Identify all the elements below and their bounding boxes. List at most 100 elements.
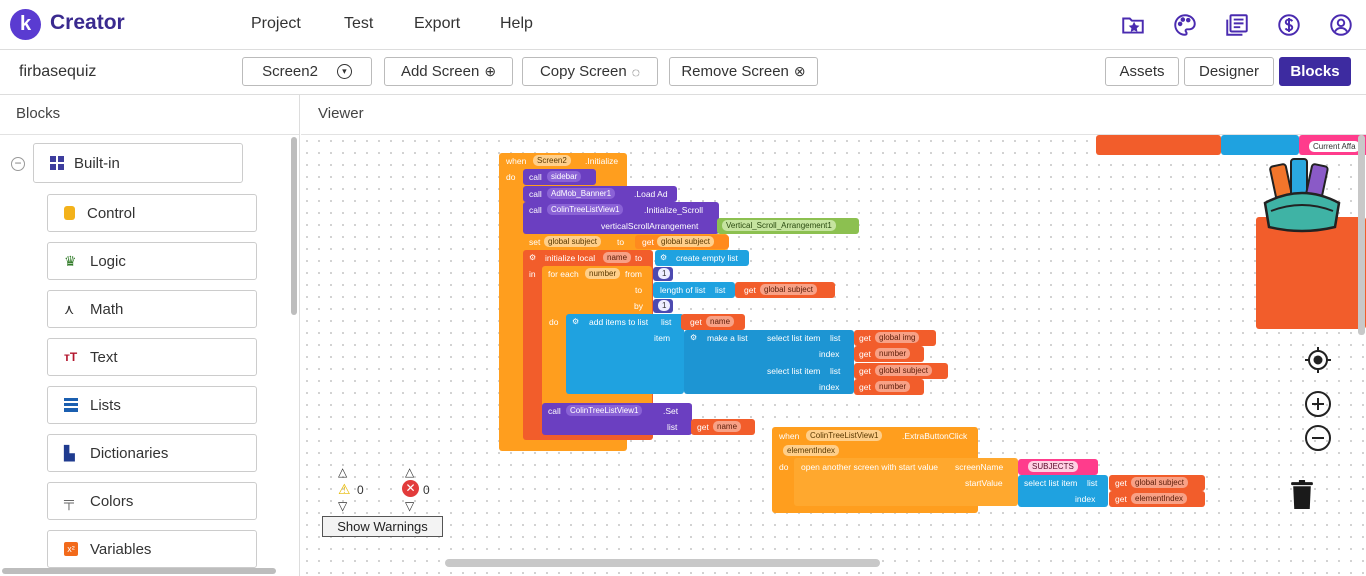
partial-block[interactable]: [1256, 217, 1366, 329]
get-keyword: get: [859, 382, 871, 392]
name-field[interactable]: name: [603, 252, 632, 263]
assets-button[interactable]: Assets: [1105, 57, 1179, 86]
category-colors-label: Colors: [90, 492, 134, 510]
number-dropdown[interactable]: number: [875, 381, 911, 392]
name-dropdown[interactable]: name: [706, 316, 735, 327]
partial-block[interactable]: Current Affa: [1299, 135, 1366, 155]
category-dictionaries[interactable]: ▙ Dictionaries: [47, 434, 257, 472]
get-keyword: get: [859, 333, 871, 343]
chevron-down-icon[interactable]: ▽: [338, 499, 348, 513]
copy-screen-button[interactable]: Copy Screen ◌: [522, 57, 658, 86]
gear-icon[interactable]: ⚙: [660, 253, 668, 262]
element-index-param[interactable]: elementIndex: [783, 445, 840, 456]
zoom-out-icon[interactable]: [1303, 423, 1333, 453]
select-list-item-keyword: select list item: [767, 366, 821, 376]
length-of-list-block[interactable]: [653, 282, 735, 298]
blocks-button[interactable]: Blocks: [1279, 57, 1351, 86]
remove-screen-button[interactable]: Remove Screen ⊗: [669, 57, 818, 86]
colin-dropdown[interactable]: ColinTreeListView1: [547, 204, 624, 215]
name-dropdown[interactable]: name: [713, 421, 742, 432]
chevron-up-icon[interactable]: △: [338, 465, 348, 479]
add-items-block[interactable]: [566, 314, 684, 394]
list-keyword: list: [661, 317, 672, 327]
category-lists[interactable]: Lists: [47, 386, 257, 424]
create-empty-list-block[interactable]: [655, 250, 749, 266]
menu-project[interactable]: Project: [251, 15, 301, 32]
errors-count: 0: [423, 483, 430, 497]
global-subject-dropdown[interactable]: global subject: [875, 365, 932, 376]
add-screen-label: Add Screen: [400, 63, 480, 80]
blocks-panel-scrollbar[interactable]: [291, 137, 297, 315]
colin-dropdown[interactable]: ColinTreeListView1: [806, 430, 883, 441]
event-name: .ExtraButtonClick: [902, 431, 968, 441]
menu-help[interactable]: Help: [500, 15, 533, 32]
to-keyword: to: [635, 253, 643, 263]
trash-icon[interactable]: [1287, 480, 1333, 538]
open-screen-block[interactable]: [794, 458, 1018, 506]
global-subject-dropdown[interactable]: global subject: [760, 284, 817, 295]
call-keyword: call: [529, 205, 542, 215]
do-keyword: do: [506, 172, 516, 182]
zoom-in-icon[interactable]: [1303, 389, 1333, 419]
chevron-up-icon[interactable]: △: [405, 465, 415, 479]
collapse-icon[interactable]: −: [11, 157, 25, 171]
category-logic[interactable]: ♛ Logic: [47, 242, 257, 280]
designer-button[interactable]: Designer: [1184, 57, 1274, 86]
palette-icon[interactable]: [1172, 12, 1198, 38]
make-a-list-block[interactable]: [684, 330, 854, 394]
global-subject-dropdown[interactable]: global subject: [1131, 477, 1188, 488]
brand-name[interactable]: Creator: [50, 11, 125, 34]
number-field[interactable]: number: [585, 268, 621, 279]
backpack-icon[interactable]: [1259, 155, 1345, 233]
when-keyword: when: [506, 156, 527, 166]
element-index-dropdown[interactable]: elementIndex: [1131, 493, 1188, 504]
gear-icon[interactable]: ⚙: [572, 317, 580, 326]
builtin-drawer[interactable]: Built-in: [33, 143, 243, 183]
menu-test[interactable]: Test: [344, 15, 374, 32]
gear-icon[interactable]: ⚙: [690, 333, 698, 342]
dollar-icon[interactable]: [1276, 12, 1302, 38]
do-keyword: do: [549, 317, 559, 327]
warning-icon: ⚠: [338, 481, 351, 497]
global-subject-dropdown[interactable]: global subject: [657, 236, 714, 247]
account-icon[interactable]: [1328, 12, 1354, 38]
screen-dropdown[interactable]: Screen2: [533, 155, 571, 166]
blocks-workspace[interactable]: Current Affa when Screen2 .Initialize do…: [301, 135, 1366, 576]
subjects-text[interactable]: SUBJECTS: [1028, 461, 1078, 472]
colors-icon: ╤: [64, 493, 74, 509]
library-icon[interactable]: [1224, 12, 1250, 38]
number-dropdown[interactable]: number: [875, 348, 911, 359]
folder-star-icon[interactable]: [1120, 12, 1146, 38]
category-variables[interactable]: x² Variables: [47, 530, 257, 568]
category-math[interactable]: ⋏ Math: [47, 290, 257, 328]
sidebar-dropdown[interactable]: sidebar: [547, 171, 582, 182]
logo-icon[interactable]: k: [10, 9, 41, 40]
start-value-keyword: startValue: [965, 478, 1003, 488]
number-value[interactable]: 1: [658, 268, 671, 279]
show-warnings-button[interactable]: Show Warnings: [322, 516, 443, 537]
recenter-icon[interactable]: [1303, 345, 1333, 375]
chevron-down-icon: ▾: [336, 64, 352, 79]
category-control[interactable]: Control: [47, 194, 257, 232]
gear-icon[interactable]: ⚙: [529, 253, 537, 262]
chevron-down-icon[interactable]: ▽: [405, 499, 415, 513]
menu-export[interactable]: Export: [414, 15, 461, 32]
viewer-title: Viewer: [318, 105, 364, 122]
category-colors[interactable]: ╤ Colors: [47, 482, 257, 520]
partial-block[interactable]: [1096, 135, 1221, 155]
workspace-vscrollbar[interactable]: [1358, 135, 1365, 335]
colin-dropdown[interactable]: ColinTreeListView1: [566, 405, 643, 416]
workspace-hscrollbar[interactable]: [445, 559, 880, 567]
admob-dropdown[interactable]: AdMob_Banner1: [547, 188, 616, 199]
add-screen-button[interactable]: Add Screen ⊕: [384, 57, 513, 86]
category-logic-label: Logic: [90, 252, 126, 270]
category-text[interactable]: тT Text: [47, 338, 257, 376]
global-subject-dropdown[interactable]: global subject: [544, 236, 601, 247]
select-list-item-block[interactable]: [1018, 475, 1108, 507]
blocks-panel-hscrollbar[interactable]: [2, 568, 276, 574]
partial-block[interactable]: [1221, 135, 1299, 155]
screen-select[interactable]: Screen2 ▾: [242, 57, 372, 86]
number-value[interactable]: 1: [658, 300, 671, 311]
global-img-dropdown[interactable]: global img: [875, 332, 920, 343]
make-a-list-keyword: make a list: [707, 333, 748, 343]
